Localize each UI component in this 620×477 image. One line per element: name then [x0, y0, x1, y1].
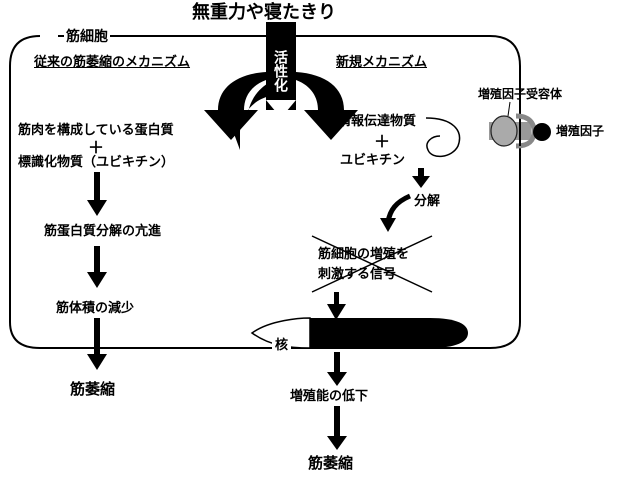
- receptor-icon: [489, 113, 537, 149]
- activation-center-notch: [266, 100, 296, 118]
- decompose-label: 分解: [414, 194, 441, 209]
- curved-arrow: [425, 117, 461, 158]
- receptor-label: 増殖因子受容体: [478, 87, 563, 101]
- growth-factor-icon: [533, 123, 551, 141]
- right-step-low: 増殖能の低下: [290, 389, 369, 404]
- left-flow-arrows: [87, 172, 107, 370]
- left-step1b: 標識化物質（ユビキチン）: [18, 155, 175, 170]
- arrow-signal-nucleus-stem: [334, 292, 339, 306]
- signal-line2: 刺激する信号: [318, 267, 397, 282]
- right-result: 筋萎縮: [308, 454, 354, 472]
- cross-mark: [311, 235, 433, 293]
- left-step2: 筋蛋白質分解の亢進: [44, 224, 162, 239]
- right-step1a: 情報伝達物質: [338, 114, 417, 129]
- right-plus: ＋: [374, 132, 391, 151]
- activation-stem: [266, 22, 296, 110]
- left-step3: 筋体積の減少: [56, 301, 135, 316]
- cell-label: 筋細胞: [64, 29, 110, 45]
- right-step1b: ユビキチン: [340, 153, 406, 168]
- receptor-callout: [507, 101, 511, 117]
- left-step1a: 筋肉を構成している蛋白質: [18, 123, 174, 138]
- left-heading: 従来の筋萎縮のメカニズム: [34, 55, 191, 70]
- right-heading: 新規メカニズム: [336, 55, 428, 70]
- growth-factor-label: 増殖因子: [556, 124, 605, 138]
- signal-line1: 筋細胞の増殖を: [318, 247, 410, 262]
- left-result: 筋萎縮: [70, 380, 116, 398]
- activation-arrow: [204, 72, 358, 140]
- nucleus: [250, 317, 468, 349]
- page-title: 無重力や寝たきり: [192, 2, 336, 23]
- activation-label: 活性化: [272, 50, 288, 92]
- right-bottom-arrows: [327, 352, 347, 450]
- nucleus-label: 核: [272, 339, 292, 352]
- down-arrow-decompose: [412, 168, 430, 188]
- left-plus: ＋: [88, 138, 105, 157]
